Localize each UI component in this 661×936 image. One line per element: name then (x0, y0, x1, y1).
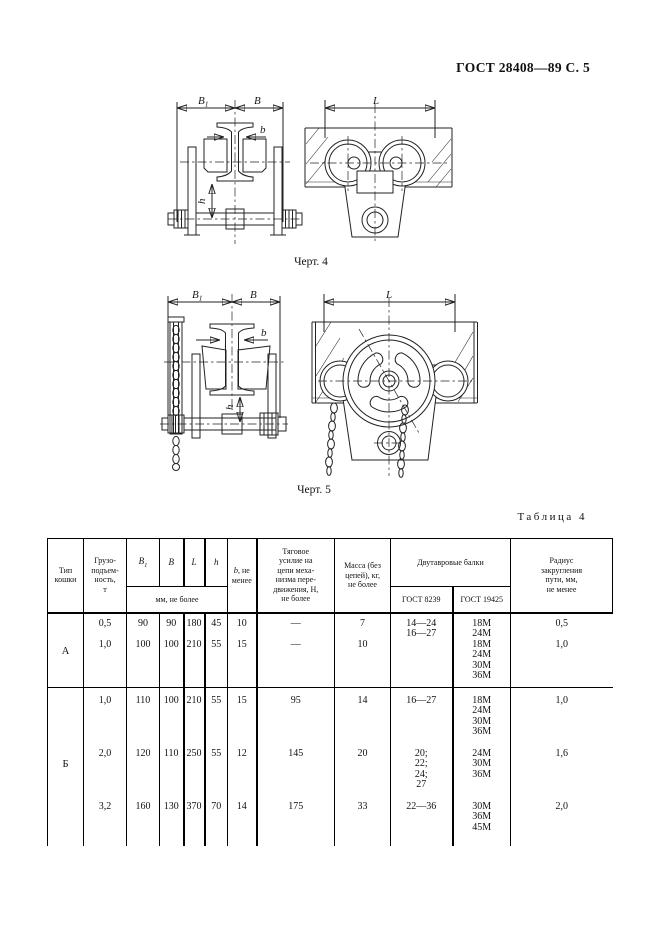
cell-radius: 1,0 (510, 639, 613, 687)
figure-caption-5: Черт. 5 (297, 484, 331, 496)
dim-label-h: h (224, 404, 236, 410)
cell-b-min: 12 (227, 748, 257, 802)
cell-mass: 14 (334, 686, 391, 749)
table-row: А 0,5 90 90 180 45 10 — 7 14—24 16—27 18… (47, 612, 613, 687)
trolley-drawing-4: B1 B b h L (167, 95, 453, 244)
table-row: 3,2 160 130 370 70 14 175 33 22—36 30М 3… (48, 801, 613, 846)
cell-b1: 90 (126, 612, 160, 640)
cell-gost19425: 18М 24М 30М 36М (451, 639, 511, 687)
cell-load: 3,2 (83, 801, 127, 846)
cell-b1: 120 (126, 748, 160, 802)
cell-gost8239 (390, 639, 453, 687)
dim-label-b-flange: b (261, 327, 267, 339)
cell-b: 130 (159, 801, 184, 846)
cell-h: 55 (204, 748, 228, 802)
cell-radius: 1,0 (510, 686, 613, 749)
dim-label-b-width: B (250, 289, 257, 301)
cell-load: 0,5 (83, 612, 127, 640)
cell-mass: 33 (334, 801, 391, 846)
cell-mass: 7 (334, 612, 391, 640)
cell-radius: 0,5 (510, 612, 613, 640)
cell-radius: 2,0 (510, 801, 613, 846)
figure-chert-5: B1 B b h L Черт. 5 (148, 286, 480, 496)
cell-b-min: 15 (227, 639, 257, 687)
cell-b-min: 10 (227, 612, 257, 640)
cell-traction: — (255, 639, 335, 687)
header-b: B (159, 538, 184, 587)
cell-gost19425: 18М 24М 30М 36М (451, 686, 511, 749)
header-b-min: b, не менее (227, 538, 257, 614)
cell-gost19425: 30М 36М 45М (451, 801, 511, 846)
cell-b1: 110 (126, 686, 160, 749)
header-traction: Тяговое усилие на цепи меха- низма пере-… (255, 538, 335, 614)
cell-b: 110 (159, 748, 184, 802)
cell-gost19425: 18М 24М (451, 612, 511, 640)
header-load: Грузо- подъем- ность, т (83, 538, 127, 614)
figure-chert-4: B1 B b h L Черт. 4 (150, 92, 472, 268)
cell-traction: — (255, 612, 335, 640)
cell-traction: 95 (255, 686, 335, 749)
dim-label-b1: B1 (192, 289, 202, 303)
cell-load: 1,0 (83, 686, 127, 749)
cell-b: 100 (159, 686, 184, 749)
dim-label-l: L (372, 95, 379, 107)
cell-h: 45 (204, 612, 228, 640)
cell-gost8239: 14—24 16—27 (390, 612, 453, 640)
header-mass: Масса (без цепей), кг, не более (334, 538, 391, 614)
cell-gost19425: 24М 30М 36М (451, 748, 511, 802)
header-beams: Двутавровые балки (390, 538, 511, 587)
cell-b: 90 (159, 612, 184, 640)
cell-b1: 160 (126, 801, 160, 846)
cell-gost8239: 20; 22; 24; 27 (390, 748, 453, 802)
cell-mass: 20 (334, 748, 391, 802)
header-gost-8239: ГОСТ 8239 (390, 586, 453, 614)
dim-label-b-flange: b (260, 124, 266, 136)
cell-gost8239: 22—36 (390, 801, 453, 846)
cell-gost8239: 16—27 (390, 686, 453, 749)
dim-label-b1: B1 (198, 95, 208, 109)
header-mm-note: мм, не более (126, 586, 228, 614)
page-header: ГОСТ 28408—89 С. 5 (456, 60, 590, 75)
cell-h: 70 (204, 801, 228, 846)
dim-label-b-width: B (254, 95, 261, 107)
cell-l: 210 (182, 686, 206, 749)
table-row: 2,0 120 110 250 55 12 145 20 20; 22; 24;… (48, 748, 613, 802)
header-b1: B1 (126, 538, 160, 587)
spec-table: Тип кошки Грузо- подъем- ность, т B1 B L… (47, 538, 613, 846)
cell-radius: 1,6 (510, 748, 613, 802)
cell-mass: 10 (334, 639, 391, 687)
cell-h: 55 (204, 639, 228, 687)
cell-b1: 100 (126, 639, 160, 687)
dim-label-l: L (385, 289, 392, 301)
dim-label-h: h (196, 198, 208, 204)
cell-l: 250 (182, 748, 206, 802)
header-l: L (182, 538, 206, 587)
cell-type: А (47, 612, 84, 687)
cell-b-min: 14 (227, 801, 257, 846)
cell-l: 180 (182, 612, 206, 640)
cell-load: 1,0 (83, 639, 127, 687)
table-row: 1,0 100 100 210 55 15 — 10 18М 24М 30М 3… (48, 639, 613, 687)
cell-load: 2,0 (83, 748, 127, 802)
cell-type: Б (47, 686, 84, 846)
cell-l: 370 (182, 801, 206, 846)
cell-traction: 145 (255, 748, 335, 802)
cell-b-min: 15 (227, 686, 257, 749)
table-title: Таблица 4 (517, 511, 587, 523)
header-gost-19425: ГОСТ 19425 (451, 586, 511, 614)
header-radius: Радиус закругления пути, мм, не менее (510, 538, 613, 614)
figure-caption-4: Черт. 4 (294, 256, 328, 268)
cell-h: 55 (204, 686, 228, 749)
cell-l: 210 (182, 639, 206, 687)
header-h: h (204, 538, 228, 587)
cell-traction: 175 (255, 801, 335, 846)
header-type: Тип кошки (47, 538, 84, 614)
trolley-drawing-5: B1 B b h L (160, 289, 478, 478)
cell-b: 100 (159, 639, 184, 687)
table-row: Б 1,0 110 100 210 55 15 95 14 16—27 18М … (47, 686, 613, 846)
